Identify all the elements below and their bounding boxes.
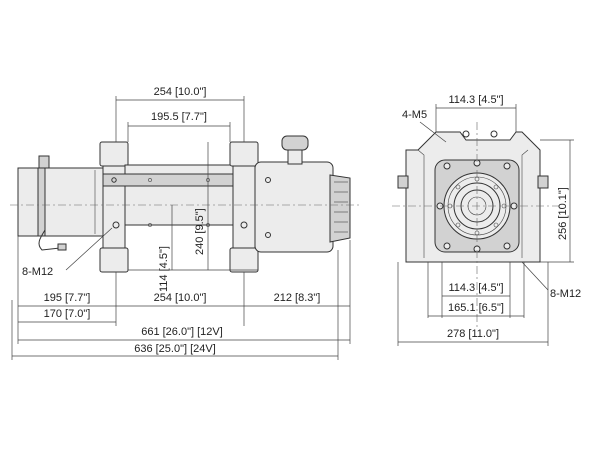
end-bolt-leader [521, 261, 549, 291]
right-end-plate-top [229, 141, 259, 167]
screw-leader [419, 121, 447, 143]
screw-label: 4-M5 [402, 109, 427, 121]
end-dim-bolt-1: 114.3 [4.5"] [448, 282, 503, 294]
motor-cable [38, 229, 61, 251]
left-end-plate-top [99, 141, 129, 167]
end-dim-height: 256 [10.1"] [557, 187, 569, 240]
side-view: 254 [10.0"] 195.5 [7.7"] 240 [9.5"] 114 … [10, 86, 360, 360]
flange-bolt-icon [443, 242, 451, 250]
dim-total-24v: 636 [25.0"] [24V] [134, 343, 216, 355]
motor-terminal [38, 155, 50, 169]
end-lug-left [397, 175, 409, 189]
screw-icon [490, 130, 498, 138]
bolt-leader [65, 227, 113, 271]
end-lug-right [537, 175, 549, 189]
mount-bolt-icon [112, 221, 120, 229]
dim-bottom-c: 212 [8.3"] [274, 292, 321, 304]
dim-vertical-114: 114 [4.5"] [158, 246, 170, 292]
right-end-plate-bottom [229, 247, 259, 273]
end-bolt-label: 8-M12 [550, 288, 581, 300]
dim-top-inner: 195.5 [7.7"] [151, 111, 207, 123]
end-dim-top: 114.3 [4.5"] [448, 94, 503, 106]
dim-total-12v: 661 [26.0"] [12V] [141, 326, 223, 338]
end-view: 114.3 [4.5"] 4-M5 256 [10.1"] 114.3 [4.5… [392, 94, 581, 346]
gearbox [254, 161, 334, 253]
motor-band [37, 167, 46, 237]
dim-top-outer: 254 [10.0"] [154, 86, 207, 98]
end-dim-bolt-2: 165.1 [6.5"] [448, 302, 504, 314]
motor-body [17, 167, 104, 237]
side-bolt-label: 8-M12 [22, 266, 53, 278]
dim-bottom-a: 195 [7.7"] [44, 292, 91, 304]
cable-connector [57, 243, 67, 251]
mount-bolt-icon [240, 221, 248, 229]
left-end-plate-bottom [99, 247, 129, 273]
clutch-handle-icon [281, 135, 309, 151]
flange-bolt-icon [503, 242, 511, 250]
dim-vertical-240: 240 [9.5"] [194, 208, 206, 255]
flange-bolt-icon [503, 162, 511, 170]
flange-bolt-icon [443, 162, 451, 170]
end-dim-width: 278 [11.0"] [447, 328, 499, 340]
dim-bottom-d: 170 [7.0"] [44, 308, 91, 320]
dim-bottom-b: 254 [10.0"] [154, 292, 207, 304]
tie-bar [102, 173, 246, 187]
screw-icon [462, 130, 470, 138]
